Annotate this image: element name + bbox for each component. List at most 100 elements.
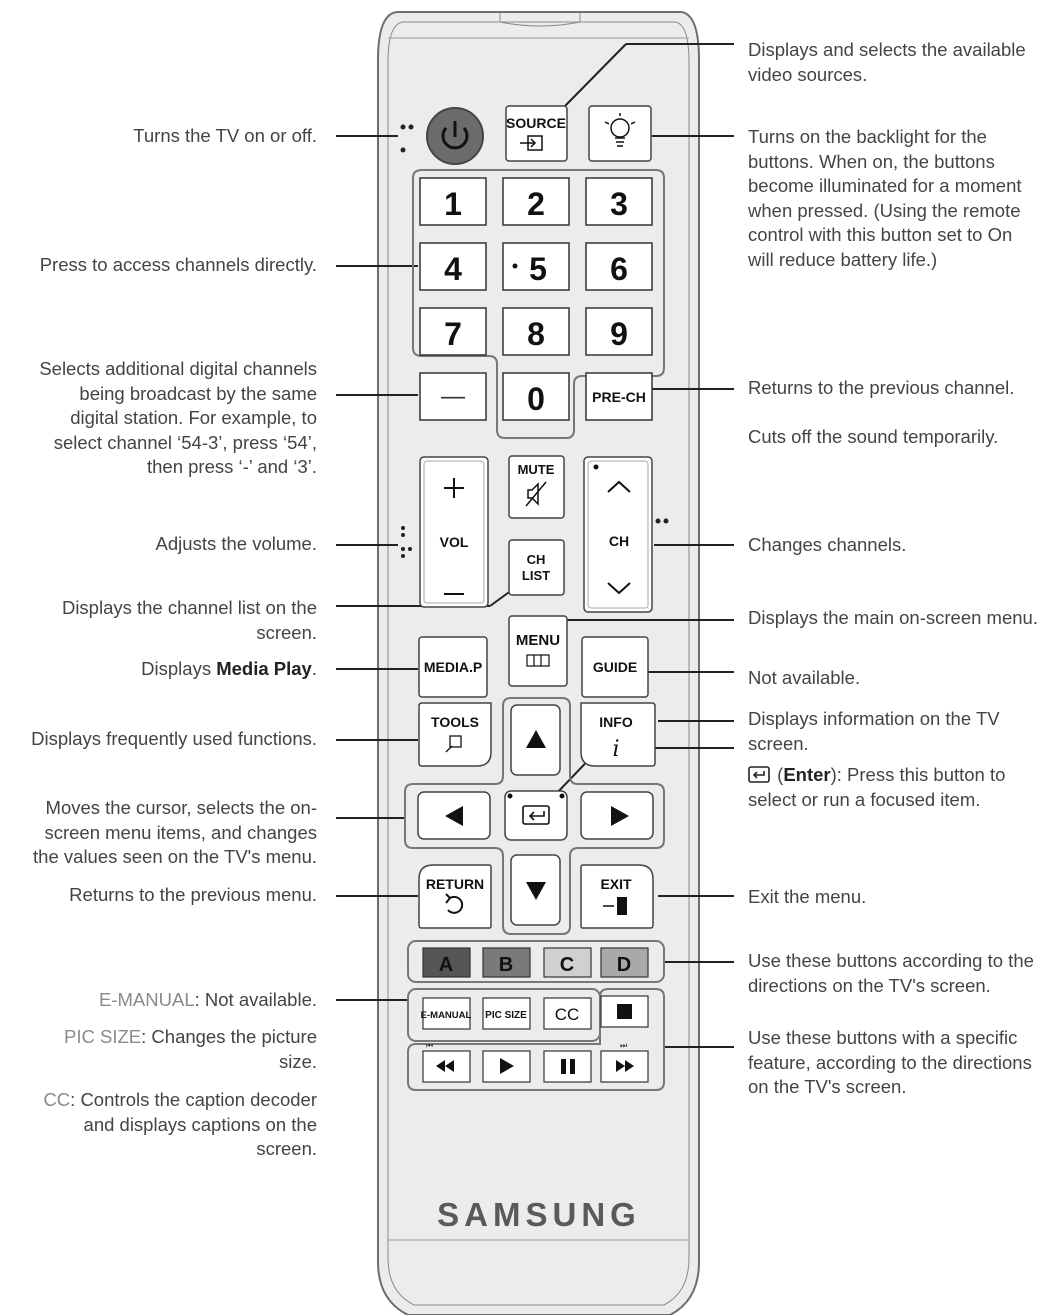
prech-button[interactable] xyxy=(585,372,653,421)
remote-inner-outline xyxy=(387,21,690,1306)
digit-button-0[interactable] xyxy=(502,372,570,421)
callout-numbers: Press to access channels directly. xyxy=(39,254,317,275)
mute-button[interactable] xyxy=(508,455,565,519)
backlight-button[interactable] xyxy=(588,105,652,162)
color-button-b[interactable] xyxy=(482,947,531,978)
dash-label: — xyxy=(441,383,465,410)
menu-button[interactable] xyxy=(508,615,568,687)
callout-source-line: video sources. xyxy=(748,63,868,85)
callout-backlight-line: become illuminated for a moment xyxy=(748,175,1022,196)
callout-picsize-line: size. xyxy=(278,1050,317,1072)
source-button[interactable] xyxy=(505,105,568,162)
color-button-c[interactable] xyxy=(543,947,592,978)
lightbulb-icon xyxy=(604,113,636,147)
return-label: RETURN xyxy=(426,876,484,892)
volume-rocker[interactable] xyxy=(419,456,489,608)
callout-menu: Displays the main on-screen menu. xyxy=(748,607,1038,628)
digit-button-4[interactable] xyxy=(419,242,487,291)
callout-cursor-line: the values seen on the TV's menu. xyxy=(33,846,317,867)
callout-enter-line: select or run a focused item. xyxy=(748,788,981,810)
callout-color-line: Use these buttons according to the xyxy=(748,950,1034,971)
callout-media-line: Use these buttons with a specific xyxy=(748,1027,1018,1048)
callout-backlight-line: Turns on the backlight for the xyxy=(748,126,987,147)
mute-label: MUTE xyxy=(518,462,555,477)
callout-cursor-line: screen menu items, and changes xyxy=(44,821,317,843)
digit-button-9[interactable] xyxy=(585,307,653,356)
callout-enter-desc: ): Press this button to xyxy=(830,764,1006,785)
callout-color-line: directions on the TV's screen. xyxy=(748,974,991,996)
chlist-label-1: CH xyxy=(527,552,546,567)
callout-prech: Returns to the previous channel. xyxy=(748,377,1015,398)
nav-outline xyxy=(404,697,665,935)
cc-button[interactable] xyxy=(543,997,592,1030)
callout-mediap: Displays Media Play. xyxy=(141,657,317,682)
chevron-up-icon xyxy=(607,480,631,493)
guide-label: GUIDE xyxy=(593,659,637,675)
color-button-a[interactable] xyxy=(422,947,471,978)
digit-label-7: 7 xyxy=(444,316,462,352)
return-icon xyxy=(445,893,464,914)
callout-picsize: PIC SIZE: Changes the picture size. xyxy=(64,1025,317,1074)
callout-dash: Selects additional digital channels bein… xyxy=(39,357,317,480)
digit-button-6[interactable] xyxy=(585,242,653,291)
exit-icon xyxy=(603,897,627,915)
callout-backlight-line: when pressed. (Using the remote xyxy=(748,199,1021,221)
digit-buttons: 1 2 3 4 5 6 7 8 9 0 xyxy=(419,177,653,421)
menu-label: MENU xyxy=(516,632,560,649)
digit-button-7[interactable] xyxy=(419,307,487,356)
exit-button[interactable] xyxy=(580,864,654,929)
callout-media: Use these buttons with a specific featur… xyxy=(748,1026,1032,1100)
pause-icon xyxy=(561,1059,575,1074)
digit-label-5: 5 xyxy=(529,251,547,287)
tools-button[interactable] xyxy=(418,702,492,767)
callout-backlight-line: buttons. When on, the buttons xyxy=(748,150,995,172)
prech-label: PRE-CH xyxy=(592,389,646,405)
exit-label: EXIT xyxy=(600,876,632,892)
pause-button[interactable] xyxy=(543,1050,592,1083)
callout-chlist-line: screen. xyxy=(256,621,317,643)
callout-source: Displays and selects the available video… xyxy=(748,38,1026,87)
digit-label-8: 8 xyxy=(527,316,545,352)
tools-icon xyxy=(445,735,462,753)
callout-info: Displays information on the TV screen. xyxy=(748,707,1000,756)
guide-button[interactable] xyxy=(581,636,649,698)
triangle-left-icon xyxy=(445,806,463,826)
chlist-button[interactable] xyxy=(508,539,565,596)
callout-mediap-post: . xyxy=(311,658,317,679)
emanual-button[interactable] xyxy=(422,997,471,1030)
callout-emanual-key: E-MANUAL xyxy=(99,989,195,1010)
callout-guide: Not available. xyxy=(748,667,861,688)
color-b-label: B xyxy=(499,954,513,976)
triangle-right-icon xyxy=(611,806,629,826)
callout-media-line: on the TV's screen. xyxy=(748,1076,907,1097)
callout-cursor: Moves the cursor, selects the on- screen… xyxy=(33,796,317,870)
number-pad-outline xyxy=(412,169,665,439)
digit-label-6: 6 xyxy=(610,251,628,287)
digit-button-1[interactable] xyxy=(419,177,487,226)
dash-button[interactable] xyxy=(419,372,487,421)
digit-label-9: 9 xyxy=(610,316,628,352)
callout-info-line: screen. xyxy=(748,732,809,754)
vol-label: VOL xyxy=(440,534,469,550)
callout-emanual-desc: : Not available. xyxy=(194,989,317,1010)
callout-power: Turns the TV on or off. xyxy=(133,125,317,146)
input-icon xyxy=(520,135,543,151)
digit-button-3[interactable] xyxy=(585,177,653,226)
info-button[interactable] xyxy=(580,702,656,767)
mediap-button[interactable] xyxy=(418,636,488,698)
digit-button-2[interactable] xyxy=(502,177,570,226)
chevron-down-icon xyxy=(607,582,631,595)
skip-forward-icon: ⏭ xyxy=(620,1041,627,1050)
callout-dash-line: digital station. For example, to xyxy=(70,407,317,428)
callout-channel: Changes channels. xyxy=(748,534,907,555)
channel-rocker[interactable] xyxy=(583,456,653,613)
callout-mediap-pre: Displays xyxy=(141,658,217,679)
picsize-button[interactable] xyxy=(482,997,531,1030)
color-button-d[interactable] xyxy=(600,947,649,978)
source-label: SOURCE xyxy=(506,115,566,131)
callout-cc-line: and displays captions on the xyxy=(83,1113,317,1135)
play-button[interactable] xyxy=(482,1050,531,1083)
digit-button-8[interactable] xyxy=(502,307,570,356)
fastforward-button[interactable] xyxy=(600,1050,649,1083)
